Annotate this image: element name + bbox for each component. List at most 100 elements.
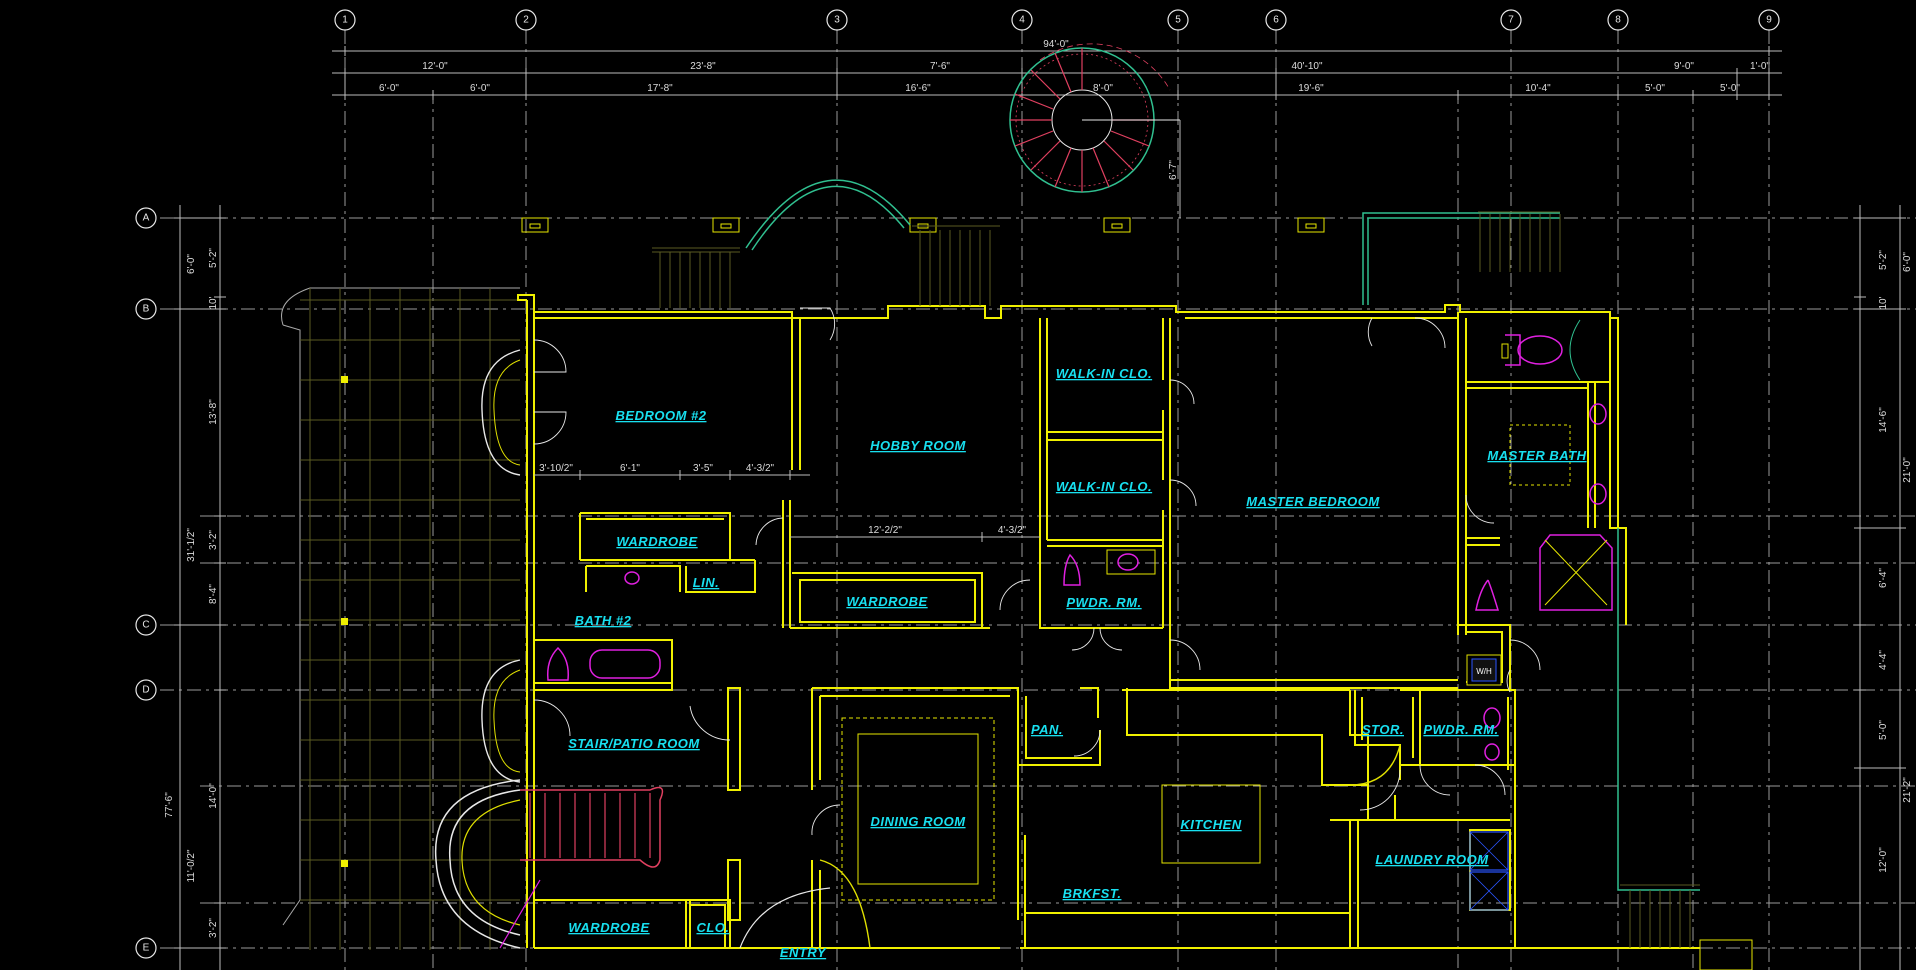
left-dimensions: 6'-0" 31'-1/2" 77'-6" 5'-2" 10' 13'-8" 3… — [164, 205, 226, 970]
grid-bubble-6: 6 — [1265, 9, 1287, 31]
room-label-hobby-room[interactable]: HOBBY ROOM — [870, 438, 966, 453]
room-label-stair-patio-room[interactable]: STAIR/PATIO ROOM — [568, 736, 700, 751]
svg-text:4'-3/2": 4'-3/2" — [998, 525, 1027, 536]
grid-bubble-B: B — [135, 298, 157, 320]
room-label-wardrobe-1[interactable]: WARDROBE — [616, 534, 697, 549]
svg-text:77'-6": 77'-6" — [164, 792, 175, 818]
svg-text:D: D — [142, 685, 149, 696]
room-label-bath-2[interactable]: BATH #2 — [575, 613, 632, 628]
svg-text:21'-2": 21'-2" — [1902, 777, 1913, 803]
room-label-laundry-room[interactable]: LAUNDRY ROOM — [1375, 852, 1489, 867]
interior-dimensions: 3'-10/2" 6'-1" 3'-5" 4'-3/2" 12'-2/2" 4'… — [534, 120, 1181, 542]
svg-text:1'-0": 1'-0" — [1750, 61, 1770, 72]
grid-bubble-D: D — [135, 679, 157, 701]
svg-text:6'-7": 6'-7" — [1168, 160, 1179, 180]
svg-text:3'-2": 3'-2" — [208, 530, 219, 550]
svg-text:17'-8": 17'-8" — [647, 83, 673, 94]
svg-text:6'-0": 6'-0" — [1902, 252, 1913, 272]
svg-text:14'-0": 14'-0" — [208, 783, 219, 809]
right-dimensions: 5'-2" 10' 14'-6" 6'-4" 4'-4" 5'-0" 12'-0… — [1854, 205, 1913, 970]
svg-text:10'-4": 10'-4" — [1525, 83, 1551, 94]
svg-text:12'-2/2": 12'-2/2" — [868, 525, 902, 536]
svg-text:4: 4 — [1019, 15, 1025, 26]
grid-bubble-3: 3 — [826, 9, 848, 31]
grid-bubble-8: 8 — [1607, 9, 1629, 31]
svg-text:10': 10' — [1878, 296, 1889, 309]
svg-text:10': 10' — [208, 296, 219, 309]
svg-text:5'-2": 5'-2" — [1878, 250, 1889, 270]
svg-text:8'-4": 8'-4" — [208, 584, 219, 604]
svg-text:7: 7 — [1508, 15, 1514, 26]
svg-text:1: 1 — [342, 15, 348, 26]
svg-text:9'-0": 9'-0" — [1674, 61, 1694, 72]
room-label-walk-in-clo-2[interactable]: WALK-IN CLO. — [1056, 479, 1152, 494]
grid-bubble-7: 7 — [1500, 9, 1522, 31]
svg-text:E: E — [143, 943, 150, 954]
room-label-pwdr-rm-1[interactable]: PWDR. RM. — [1066, 595, 1141, 610]
svg-text:8'-0": 8'-0" — [1093, 83, 1113, 94]
room-label-pan[interactable]: PAN. — [1031, 722, 1063, 737]
svg-text:6'-0": 6'-0" — [470, 83, 490, 94]
room-label-wardrobe-2[interactable]: WARDROBE — [846, 594, 927, 609]
svg-text:3'-2": 3'-2" — [208, 918, 219, 938]
svg-text:4'-3/2": 4'-3/2" — [746, 463, 775, 474]
svg-text:4'-4": 4'-4" — [1878, 650, 1889, 670]
svg-text:6'-0": 6'-0" — [379, 83, 399, 94]
fixtures — [434, 349, 1753, 970]
svg-text:31'-1/2": 31'-1/2" — [186, 528, 197, 562]
dim-overall: 94'-0" — [1043, 39, 1069, 50]
room-label-master-bedroom[interactable]: MASTER BEDROOM — [1246, 494, 1380, 509]
left-deck — [281, 287, 520, 950]
door-swings — [533, 307, 1541, 836]
top-dimensions: 94'-0" 12'-0" 23'-8" 7'-6" 40'-10" 9'-0"… — [332, 39, 1782, 100]
grid-bubble-1: 1 — [334, 9, 356, 31]
room-label-lin[interactable]: LIN. — [693, 575, 720, 590]
svg-text:3'-5": 3'-5" — [693, 463, 713, 474]
top-features — [521, 43, 1561, 308]
room-labels: BEDROOM #2 HOBBY ROOM WALK-IN CLO. WALK-… — [568, 366, 1586, 960]
room-label-brkfst[interactable]: BRKFST. — [1063, 886, 1122, 901]
svg-text:21'-0": 21'-0" — [1902, 457, 1913, 483]
svg-text:B: B — [143, 304, 150, 315]
svg-text:C: C — [142, 620, 149, 631]
room-label-kitchen[interactable]: KITCHEN — [1180, 817, 1241, 832]
svg-text:8: 8 — [1615, 15, 1621, 26]
svg-text:6'-0": 6'-0" — [186, 254, 197, 274]
svg-text:5'-0": 5'-0" — [1645, 83, 1665, 94]
svg-text:11'-0/2": 11'-0/2" — [186, 849, 197, 883]
svg-text:A: A — [143, 213, 150, 224]
svg-text:13'-8": 13'-8" — [208, 399, 219, 425]
svg-text:3: 3 — [834, 15, 840, 26]
svg-text:14'-6": 14'-6" — [1878, 407, 1889, 433]
svg-text:5'-0": 5'-0" — [1720, 83, 1740, 94]
grid-bubble-A: A — [135, 207, 157, 229]
room-label-clo[interactable]: CLO. — [696, 920, 729, 935]
room-label-walk-in-clo-1[interactable]: WALK-IN CLO. — [1056, 366, 1152, 381]
room-label-stor[interactable]: STOR. — [1362, 722, 1404, 737]
room-label-dining-room[interactable]: DINING ROOM — [870, 814, 966, 829]
room-label-bedroom-2[interactable]: BEDROOM #2 — [616, 408, 707, 423]
grid-bubble-C: C — [135, 614, 157, 636]
svg-text:7'-6": 7'-6" — [930, 61, 950, 72]
svg-text:5: 5 — [1175, 15, 1181, 26]
svg-text:3'-10/2": 3'-10/2" — [539, 463, 573, 474]
exterior-walls — [517, 294, 1700, 949]
svg-text:5'-0": 5'-0" — [1878, 720, 1889, 740]
room-label-pwdr-rm-2[interactable]: PWDR. RM. — [1423, 722, 1498, 737]
svg-text:9: 9 — [1766, 15, 1772, 26]
room-label-wardrobe-3[interactable]: WARDROBE — [568, 920, 649, 935]
interior-walls — [534, 318, 1610, 948]
grid-lines — [160, 30, 1916, 970]
grid-bubble-5: 5 — [1167, 9, 1189, 31]
svg-text:12'-0": 12'-0" — [422, 61, 448, 72]
svg-text:23'-8": 23'-8" — [690, 61, 716, 72]
master-bath-fixtures: W/H — [1466, 319, 1613, 686]
svg-text:2: 2 — [523, 15, 529, 26]
room-label-master-bath[interactable]: MASTER BATH — [1487, 448, 1586, 463]
grid-bubble-E: E — [135, 937, 157, 959]
grid-bubble-4: 4 — [1011, 9, 1033, 31]
room-label-entry[interactable]: ENTRY — [780, 945, 827, 960]
svg-text:6'-1": 6'-1" — [620, 463, 640, 474]
